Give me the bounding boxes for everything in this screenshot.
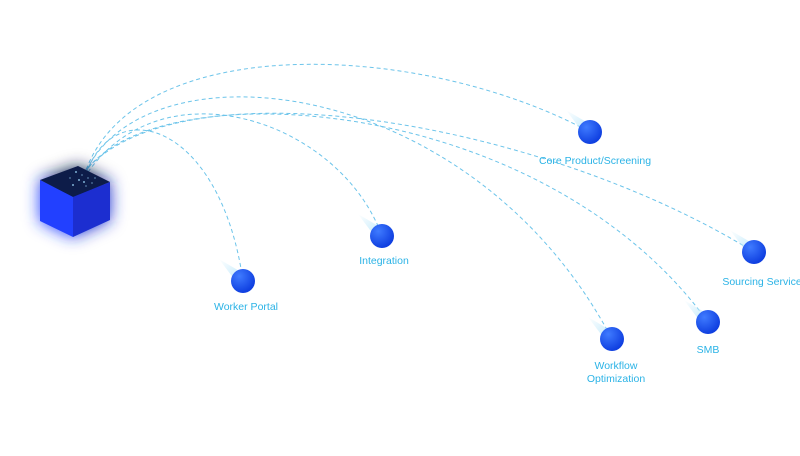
label-sourcing-service: Sourcing Service [722, 276, 800, 288]
node-smb [696, 310, 720, 334]
cube-right-face [73, 182, 110, 237]
connector-worker-portal [83, 129, 244, 282]
node-workflow-optimization [600, 327, 624, 351]
connector-workflow-optimization [83, 96, 613, 340]
cube-sparkle [85, 185, 87, 187]
cube-sparkles [69, 171, 96, 187]
node-worker-portal [231, 269, 255, 293]
cube-sparkle [78, 179, 80, 181]
cube-sparkle [87, 177, 89, 179]
node-integration [370, 224, 394, 248]
node-markers [231, 120, 766, 351]
cube-sparkle [69, 177, 71, 179]
connector-core-product-screening [83, 63, 591, 177]
label-worker-portal: Worker Portal [214, 301, 278, 313]
hub-cube-icon [40, 166, 110, 237]
cube-sparkle [72, 184, 74, 186]
cube-sparkle [75, 171, 77, 173]
connector-lines [83, 63, 755, 340]
connector-smb [83, 113, 709, 323]
label-smb: SMB [696, 344, 720, 356]
node-trails [219, 110, 752, 337]
connector-integration [83, 113, 383, 237]
cube-sparkle [91, 182, 93, 184]
connector-sourcing-service [83, 112, 755, 253]
cube-sparkle [94, 177, 96, 179]
label-integration: Integration [359, 255, 409, 267]
node-sourcing-service [742, 240, 766, 264]
label-core-product-screening: Core Product/Screening [538, 155, 652, 167]
cube-left-face [40, 180, 73, 237]
node-core-product-screening [578, 120, 602, 144]
cube-sparkle [83, 181, 85, 183]
cube-sparkle [81, 174, 83, 176]
cube-top-face [40, 166, 110, 197]
